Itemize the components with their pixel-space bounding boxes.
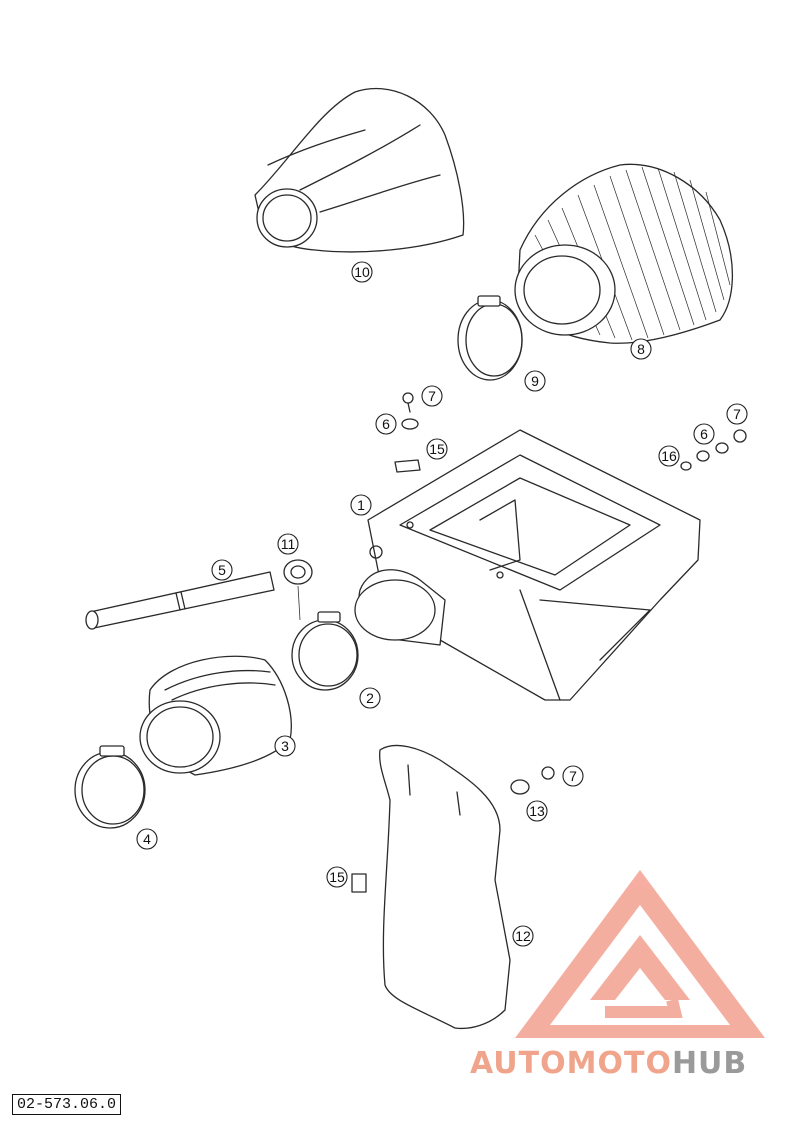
svg-text:7: 7 <box>733 406 741 422</box>
svg-text:7: 7 <box>428 388 436 404</box>
watermark-part1: AUTOMOTO <box>470 1046 672 1081</box>
grommet-part <box>283 559 313 585</box>
callout-3: 3 <box>274 735 296 757</box>
diagram-reference-code: 02-573.06.0 <box>12 1094 122 1115</box>
svg-text:7: 7 <box>569 768 577 784</box>
callout-8: 8 <box>630 338 652 360</box>
mud-guard-part <box>351 744 511 1030</box>
svg-text:15: 15 <box>329 869 345 885</box>
callout-6-left: 6 <box>375 413 397 435</box>
clamp-large-part <box>74 745 146 829</box>
watermark-part2: HUB <box>671 1046 748 1081</box>
svg-text:9: 9 <box>531 373 539 389</box>
screw-washer-parts <box>394 392 747 795</box>
watermark-text: AUTOMOTOHUB <box>470 1046 747 1081</box>
hose-clamp-part <box>457 295 523 381</box>
svg-text:13: 13 <box>529 803 545 819</box>
svg-text:4: 4 <box>143 831 151 847</box>
callout-7-right: 7 <box>726 403 748 425</box>
callout-5: 5 <box>211 559 233 581</box>
callout-6-right: 6 <box>693 423 715 445</box>
callout-11: 11 <box>277 533 299 555</box>
vent-hose-part <box>85 571 275 630</box>
clamp-small-part <box>291 611 359 691</box>
svg-text:5: 5 <box>218 562 226 578</box>
callout-12: 12 <box>512 925 534 947</box>
callout-15-bottom: 15 <box>326 866 348 888</box>
callout-4: 4 <box>136 828 158 850</box>
intake-duct-part <box>354 569 446 646</box>
callout-7-top: 7 <box>421 385 443 407</box>
svg-text:6: 6 <box>700 426 708 442</box>
callout-15-top: 15 <box>426 438 448 460</box>
svg-text:10: 10 <box>354 264 370 280</box>
svg-text:11: 11 <box>281 536 296 552</box>
filter-cover-part <box>254 87 465 253</box>
callout-1: 1 <box>350 494 372 516</box>
svg-text:6: 6 <box>382 416 390 432</box>
airbox-housing-part <box>367 429 701 701</box>
callout-7-bottom: 7 <box>562 765 584 787</box>
svg-text:1: 1 <box>357 497 365 513</box>
callout-10: 10 <box>351 261 373 283</box>
svg-text:12: 12 <box>515 928 531 944</box>
svg-text:16: 16 <box>661 448 677 464</box>
callout-16: 16 <box>658 445 680 467</box>
svg-text:3: 3 <box>281 738 289 754</box>
svg-text:2: 2 <box>366 690 374 706</box>
callout-13: 13 <box>526 800 548 822</box>
svg-text:8: 8 <box>637 341 645 357</box>
rubber-boot-part <box>139 655 292 776</box>
callout-9: 9 <box>524 370 546 392</box>
watermark-logo-icon <box>515 870 765 1038</box>
callout-2: 2 <box>359 687 381 709</box>
leader-lines <box>297 585 301 621</box>
air-filter-element-part <box>514 163 734 344</box>
svg-text:15: 15 <box>429 441 445 457</box>
